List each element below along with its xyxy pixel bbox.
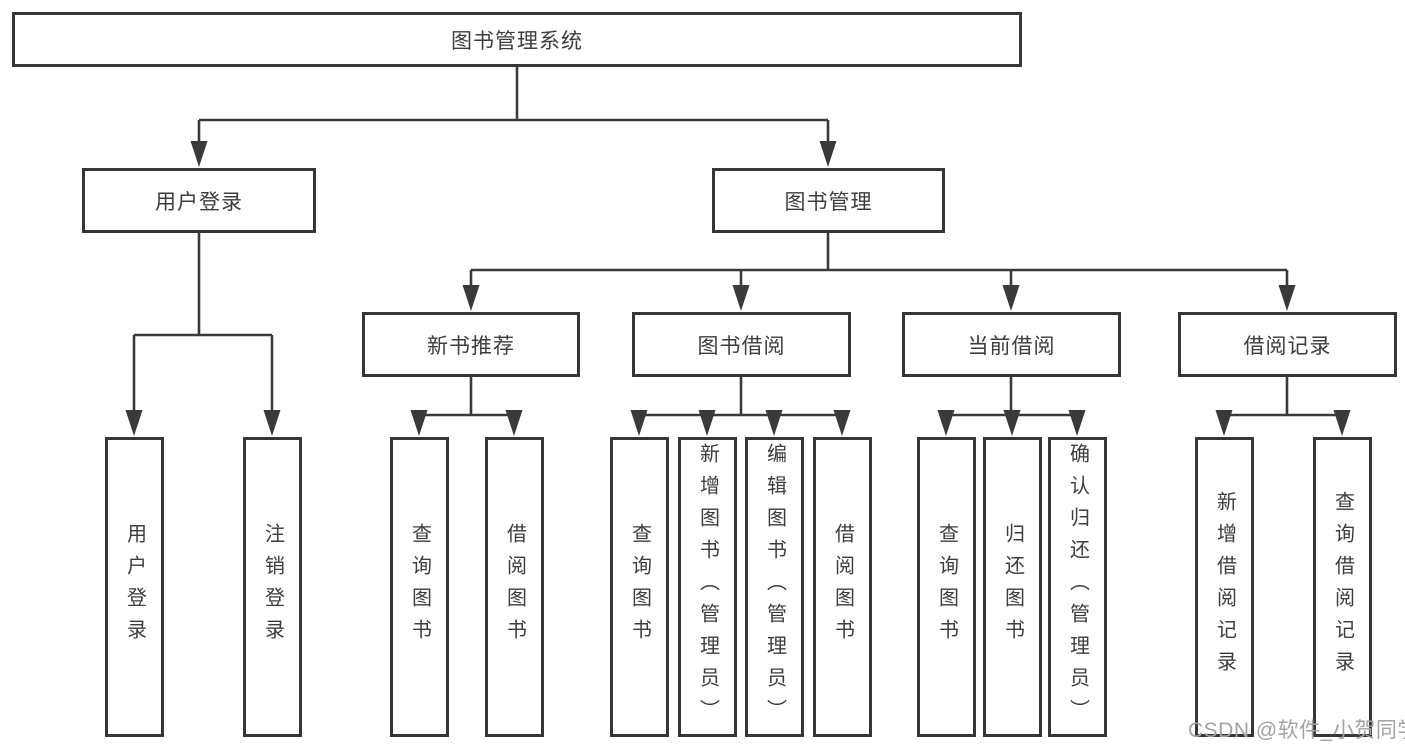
node-label: 归还图书 xyxy=(1001,523,1024,651)
node-label: 新增借阅记录 xyxy=(1213,491,1236,683)
leaf-query-books-current: 查询图书 xyxy=(917,437,976,737)
node-label: 注销登录 xyxy=(261,523,284,651)
leaf-query-books-recommend: 查询图书 xyxy=(390,437,449,737)
node-label: 新书推荐 xyxy=(427,334,515,358)
node-label: 用户登录 xyxy=(123,523,146,651)
node-label: 图书管理系统 xyxy=(451,29,583,53)
csdn-watermark: CSDN @软件_小贺同学 xyxy=(1188,719,1405,742)
node-label: 借阅图书 xyxy=(503,523,526,651)
node-book-management: 图书管理 xyxy=(712,168,945,233)
node-current-borrow: 当前借阅 xyxy=(902,312,1121,377)
leaf-borrow-books-recommend: 借阅图书 xyxy=(485,437,544,737)
node-root-library-system: 图书管理系统 xyxy=(12,12,1022,67)
leaf-edit-books-admin: 编辑图书（管理员） xyxy=(745,437,804,737)
node-label: 编辑图书（管理员） xyxy=(763,443,786,731)
node-book-borrow: 图书借阅 xyxy=(632,312,851,377)
node-label: 借阅图书 xyxy=(831,523,854,651)
leaf-return-books: 归还图书 xyxy=(983,437,1042,737)
node-label: 图书借阅 xyxy=(697,334,786,358)
node-label: 借阅记录 xyxy=(1243,334,1332,358)
leaf-query-borrow-record: 查询借阅记录 xyxy=(1313,437,1372,737)
arrowheads xyxy=(125,141,1351,436)
node-label: 查询图书 xyxy=(628,523,651,651)
node-label: 图书管理 xyxy=(784,190,873,214)
leaf-confirm-return-admin: 确认归还（管理员） xyxy=(1048,437,1107,737)
node-label: 确认归还（管理员） xyxy=(1066,443,1089,731)
node-label: 查询图书 xyxy=(935,523,958,651)
node-label: 新增图书（管理员） xyxy=(696,443,719,731)
node-user-login: 用户登录 xyxy=(82,168,316,233)
node-borrow-records: 借阅记录 xyxy=(1178,312,1397,377)
leaf-logout: 注销登录 xyxy=(243,437,302,737)
node-label: 查询借阅记录 xyxy=(1331,491,1354,683)
node-label: 用户登录 xyxy=(155,190,243,214)
leaf-add-books-admin: 新增图书（管理员） xyxy=(678,437,737,737)
leaf-borrow-books: 借阅图书 xyxy=(813,437,872,737)
leaf-query-books-borrow: 查询图书 xyxy=(610,437,669,737)
leaf-user-login: 用户登录 xyxy=(105,437,164,737)
leaf-add-borrow-record: 新增借阅记录 xyxy=(1195,437,1254,737)
node-label: 当前借阅 xyxy=(967,334,1056,358)
node-label: 查询图书 xyxy=(408,523,431,651)
node-new-book-recommend: 新书推荐 xyxy=(362,312,580,377)
